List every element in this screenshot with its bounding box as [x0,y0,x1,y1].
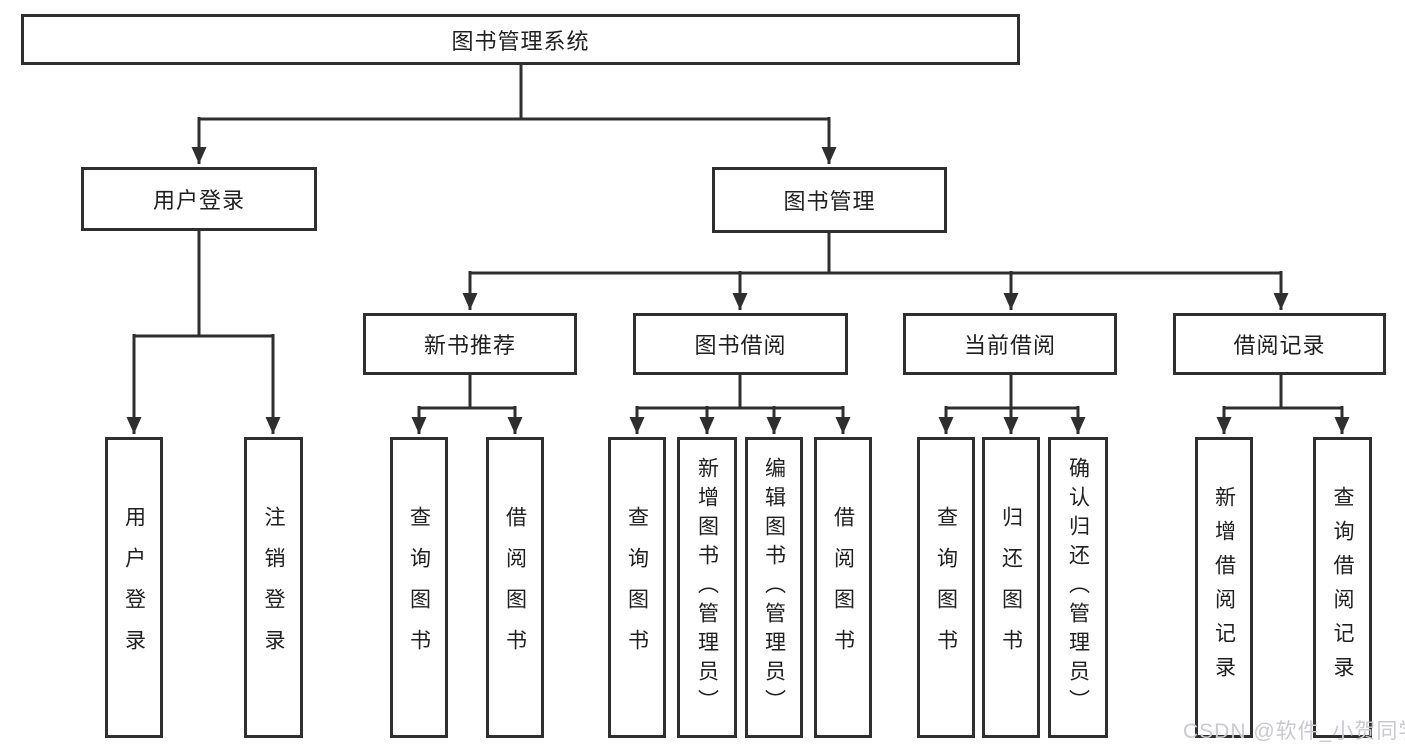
leaf-add-borrow-record: 新增借阅记录 [1195,437,1253,738]
leaf-query-books-1: 查询图书 [390,437,448,738]
connector-current-borrow-bus [946,375,1078,410]
node-book-borrow-label: 图书借阅 [694,333,787,358]
watermark: CSDN @软件_小贺同学 [1183,720,1405,743]
leaf-label: 新增图书（管理员） [695,457,719,718]
connector-user-login-bus [134,231,273,338]
leaf-confirm-return-admin: 确认归还（管理员） [1048,437,1108,738]
connector-book-manage-bus [470,233,1281,275]
node-root: 图书管理系统 [21,14,1020,65]
leaf-label: 查询借阅记录 [1331,485,1354,690]
connector-new-rec-bus [419,375,515,410]
connector-book-borrow-bus [637,375,843,410]
leaf-query-books-3: 查询图书 [917,437,975,738]
node-book-borrow: 图书借阅 [633,313,848,375]
connector-root-bus [199,65,829,121]
leaf-label: 新增借阅记录 [1212,485,1236,690]
node-book-manage-label: 图书管理 [783,189,876,214]
leaf-user-login: 用户登录 [105,437,163,738]
leaf-logout: 注销登录 [244,437,303,738]
leaf-return-book: 归还图书 [982,437,1040,738]
node-user-login: 用户登录 [81,167,317,231]
node-book-manage: 图书管理 [712,167,947,233]
node-borrow-records: 借阅记录 [1173,313,1386,375]
leaf-edit-book-admin: 编辑图书（管理员） [745,437,803,738]
leaf-borrow-books-2: 借阅图书 [814,437,872,738]
node-current-borrow-label: 当前借阅 [963,333,1056,358]
leaf-query-borrow-record: 查询借阅记录 [1313,437,1372,738]
leaf-label: 编辑图书（管理员） [762,457,786,718]
leaf-label: 查询图书 [625,505,649,670]
connector-borrow-records-bus [1224,375,1342,410]
leaf-label: 借阅图书 [831,505,855,670]
node-new-book-recommend-label: 新书推荐 [423,333,516,358]
leaf-label: 注销登录 [262,505,285,670]
node-current-borrow: 当前借阅 [903,313,1117,375]
node-user-login-label: 用户登录 [152,188,245,213]
leaf-add-book-admin: 新增图书（管理员） [677,437,737,738]
node-borrow-records-label: 借阅记录 [1233,333,1326,358]
node-root-label: 图书管理系统 [451,28,590,54]
leaf-label: 确认归还（管理员） [1066,457,1090,718]
leaf-label: 查询图书 [934,505,958,670]
leaf-label: 用户登录 [122,505,146,670]
leaf-borrow-books-1: 借阅图书 [486,437,544,738]
leaf-label: 归还图书 [999,505,1023,670]
leaf-query-books-2: 查询图书 [608,437,666,738]
leaf-label: 借阅图书 [503,505,527,670]
node-new-book-recommend: 新书推荐 [363,313,577,375]
leaf-label: 查询图书 [407,505,431,670]
